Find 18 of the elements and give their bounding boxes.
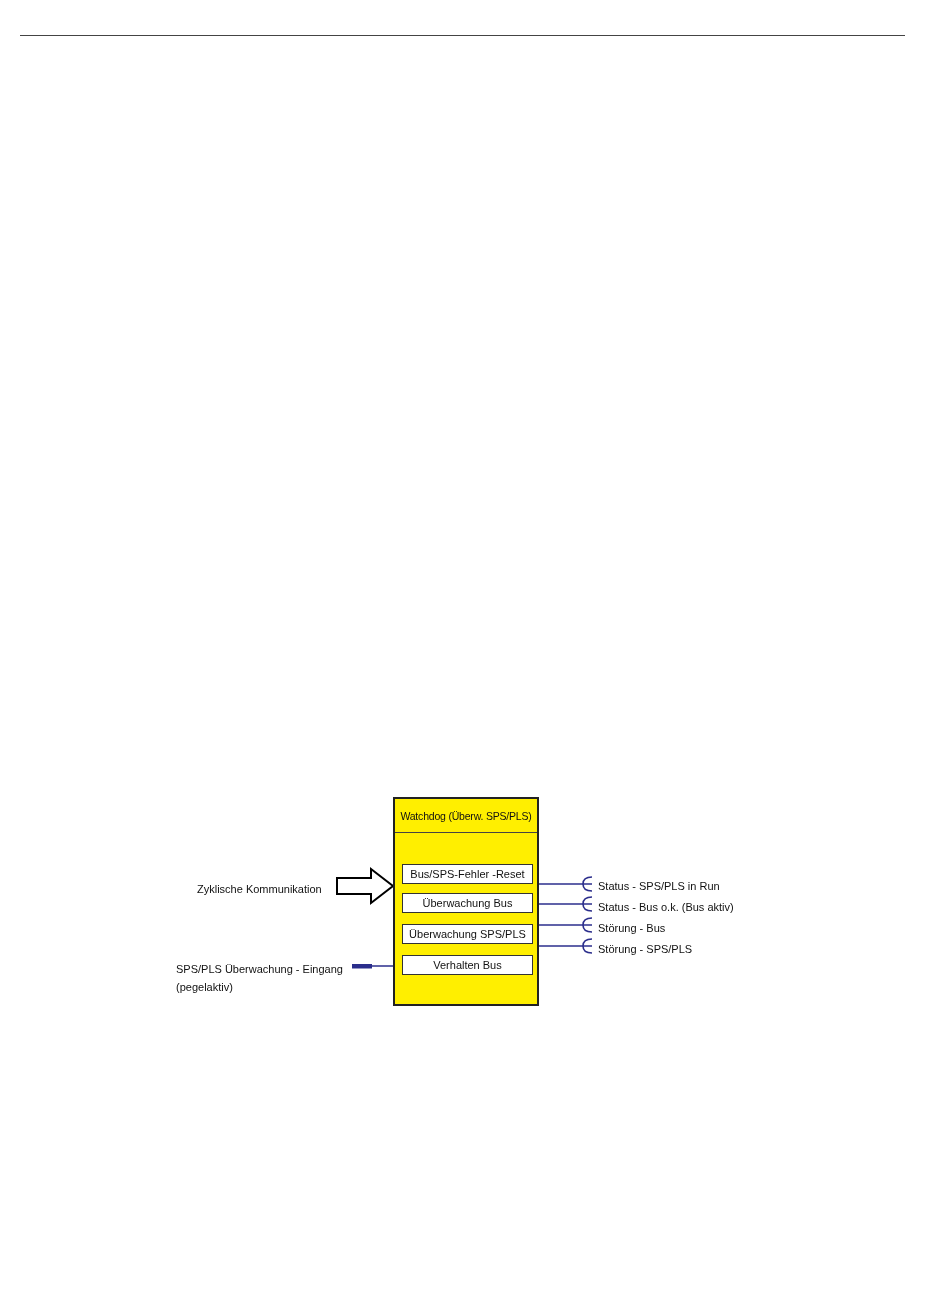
signal-line bbox=[538, 917, 593, 933]
signal-label: Störung - Bus bbox=[598, 922, 666, 934]
signal-label: Status - Bus o.k. (Bus aktiv) bbox=[598, 901, 734, 913]
function-box: Überwachung SPS/PLS bbox=[402, 924, 533, 944]
function-block bbox=[393, 797, 539, 1006]
signal-line bbox=[538, 896, 593, 912]
signal-line bbox=[538, 938, 593, 954]
signal-label: Status - SPS/PLS in Run bbox=[598, 880, 720, 892]
signal-label: SPS/PLS Überwachung - Eingang (pegelaktiv) bbox=[176, 963, 343, 993]
signal-line bbox=[351, 963, 394, 969]
function-box: Verhalten Bus bbox=[402, 955, 533, 975]
signal-line bbox=[538, 876, 593, 892]
block-arrow bbox=[336, 866, 395, 906]
function-box: Bus/SPS-Fehler -Reset bbox=[402, 864, 533, 884]
block-title: Watchdog (Überw. SPS/PLS) bbox=[400, 809, 532, 822]
signal-label: Zyklische Kommunikation bbox=[197, 883, 322, 895]
signal-label: Störung - SPS/PLS bbox=[598, 943, 693, 955]
function-box: Überwachung Bus bbox=[402, 893, 533, 913]
